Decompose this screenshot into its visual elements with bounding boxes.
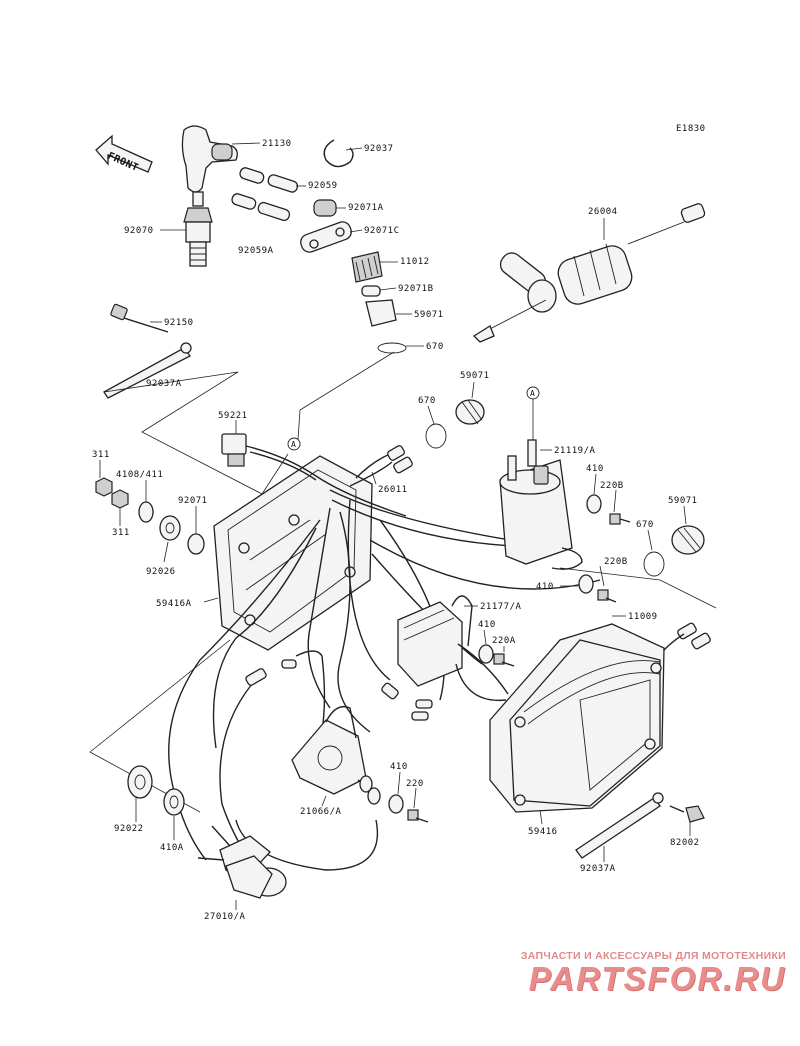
label-26004: 26004 bbox=[588, 207, 618, 217]
label-92059A: 92059A bbox=[238, 246, 274, 256]
label-92026: 92026 bbox=[146, 567, 176, 577]
label-410-a: 410 bbox=[586, 464, 604, 474]
watermark: ЗАПЧАСТИ И АКСЕССУАРЫ ДЛЯ МОТОТЕХНИКИ PA… bbox=[456, 950, 786, 996]
bolt-82002 bbox=[669, 805, 705, 823]
ref-marker-a-right: A bbox=[526, 386, 540, 440]
wire-terminals bbox=[245, 445, 433, 721]
grommet-670-left bbox=[425, 423, 447, 449]
ref-marker-label: A bbox=[530, 389, 535, 398]
label-220A: 220A bbox=[492, 636, 516, 646]
washer-410a bbox=[586, 494, 602, 514]
label-220B-a: 220B bbox=[600, 481, 624, 491]
label-21177: 21177/A bbox=[480, 602, 522, 612]
washer-410b bbox=[578, 574, 594, 594]
label-92071A: 92071A bbox=[348, 203, 384, 213]
part-labels: 21130 92037 92059 92071A 92070 92059A 92… bbox=[92, 139, 700, 922]
label-92071B: 92071B bbox=[398, 284, 434, 294]
label-92070: 92070 bbox=[124, 226, 154, 236]
nut-311b bbox=[111, 489, 129, 509]
washer-410d bbox=[388, 794, 404, 814]
washer-4108 bbox=[138, 501, 154, 523]
bolt-220Bb bbox=[597, 589, 617, 603]
label-82002: 82002 bbox=[670, 838, 700, 848]
label-670-right: 670 bbox=[636, 520, 654, 530]
ref-marker-a-left: A bbox=[287, 437, 301, 451]
label-410-b: 410 bbox=[536, 582, 554, 592]
label-410-c: 410 bbox=[478, 620, 496, 630]
washer-410c bbox=[478, 644, 494, 664]
band-92037A bbox=[103, 342, 192, 399]
label-311-bottom: 311 bbox=[112, 528, 130, 538]
starter-relay-27010 bbox=[197, 825, 287, 899]
label-21130: 21130 bbox=[262, 139, 292, 149]
ref-marker-label: A bbox=[291, 440, 296, 449]
spark-plug bbox=[183, 191, 213, 267]
label-220: 220 bbox=[406, 779, 424, 789]
label-59071-right: 59071 bbox=[668, 496, 698, 506]
spark-plug-cap bbox=[181, 125, 238, 193]
label-92037A-right: 92037A bbox=[580, 864, 616, 874]
label-59221: 59221 bbox=[218, 411, 248, 421]
label-26011: 26011 bbox=[378, 485, 408, 495]
nut-311 bbox=[95, 477, 113, 497]
label-311-top: 311 bbox=[92, 450, 110, 460]
washer-92022 bbox=[127, 765, 153, 799]
ignition-coil-tool bbox=[472, 203, 706, 343]
label-92071C: 92071C bbox=[364, 226, 400, 236]
label-59071-top: 59071 bbox=[414, 310, 444, 320]
label-21119: 21119/A bbox=[554, 446, 596, 456]
rectifier-21066 bbox=[291, 705, 381, 805]
ignition-coil-21119 bbox=[499, 439, 583, 570]
damper-92026 bbox=[159, 515, 181, 541]
watermark-caption: ЗАПЧАСТИ И АКСЕССУАРЫ ДЛЯ МОТОТЕХНИКИ bbox=[520, 950, 786, 962]
label-59416A: 59416A bbox=[156, 599, 192, 609]
label-11012: 11012 bbox=[400, 257, 430, 267]
electric-case-right bbox=[489, 622, 711, 813]
label-220B-b: 220B bbox=[604, 557, 628, 567]
label-92150: 92150 bbox=[164, 318, 194, 328]
front-arrow-icon: FRONT bbox=[95, 134, 153, 174]
label-92022: 92022 bbox=[114, 824, 144, 834]
grommet-59071-mid bbox=[455, 399, 485, 425]
clip-ring bbox=[323, 139, 354, 168]
label-59071-mid: 59071 bbox=[460, 371, 490, 381]
diagram-code: E1830 bbox=[676, 124, 706, 134]
label-11009: 11009 bbox=[628, 612, 658, 622]
plug-tubes bbox=[231, 167, 299, 222]
bolt-220 bbox=[407, 809, 429, 823]
label-92037: 92037 bbox=[364, 144, 394, 154]
label-59416: 59416 bbox=[528, 827, 558, 837]
band-92037A-right bbox=[575, 792, 664, 859]
label-670-top: 670 bbox=[426, 342, 444, 352]
boot-and-bracket bbox=[300, 199, 352, 253]
label-92037A-left: 92037A bbox=[146, 379, 182, 389]
label-92071: 92071 bbox=[178, 496, 208, 506]
label-410-d: 410 bbox=[390, 762, 408, 772]
watermark-logo: PARTSFOR.RU bbox=[528, 960, 786, 997]
label-670-mid: 670 bbox=[418, 396, 436, 406]
label-21066: 21066/A bbox=[300, 807, 342, 817]
cap-92071 bbox=[187, 533, 205, 555]
bolt-92150 bbox=[110, 303, 169, 333]
bolt-220A bbox=[493, 653, 515, 667]
grommet-670-right bbox=[643, 551, 665, 577]
label-92059: 92059 bbox=[308, 181, 338, 191]
label-27010: 27010/A bbox=[204, 912, 246, 922]
noise-suppressor-cap bbox=[351, 251, 407, 354]
label-4108-411: 4108/411 bbox=[116, 470, 163, 480]
connector-59221 bbox=[221, 433, 247, 467]
grommet-59071-right bbox=[671, 525, 705, 555]
label-410A: 410A bbox=[160, 843, 184, 853]
bolt-220Ba bbox=[609, 513, 631, 525]
washer-410A bbox=[163, 788, 185, 816]
